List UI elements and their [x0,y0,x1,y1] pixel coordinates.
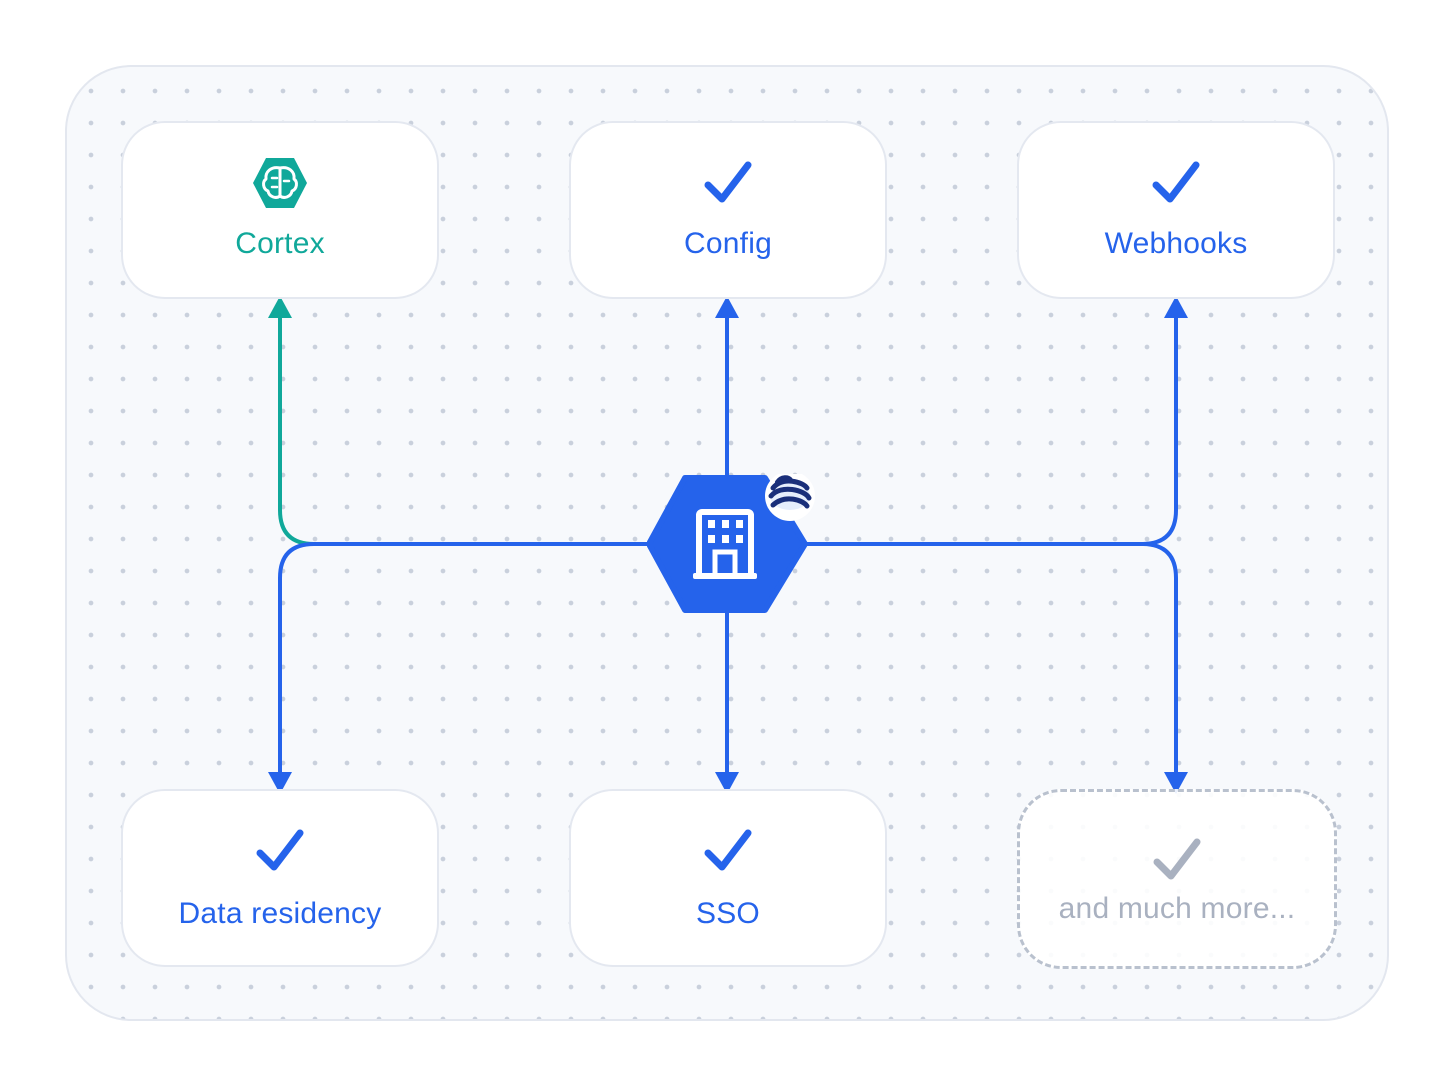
arrowhead-sso [715,772,739,794]
connector-more [804,542,1178,774]
spiral-logo-icon [765,471,815,521]
connector-webhooks [804,316,1178,546]
arrowhead-more [1164,772,1188,794]
arrowhead-data-residency [268,772,292,794]
card-sso: SSO [569,789,887,967]
brain-hexagon-icon [250,153,310,213]
connector-cortex [278,316,650,546]
card-label-cortex: Cortex [235,227,325,260]
checkmark-icon [698,153,758,213]
building-icon [693,509,757,579]
checkmark-icon [1146,153,1206,213]
card-config: Config [569,121,887,299]
hub-hexagon [646,475,808,613]
card-and-much-more: and much more... [1017,789,1337,969]
card-cortex: Cortex [121,121,439,299]
card-label-sso: SSO [696,897,760,930]
checkmark-icon [1147,830,1207,890]
arrowhead-config [715,296,739,318]
card-label-config: Config [684,227,772,260]
card-webhooks: Webhooks [1017,121,1335,299]
card-label-data-residency: Data residency [178,897,382,930]
card-data-residency: Data residency [121,789,439,967]
arrowhead-webhooks [1164,296,1188,318]
checkmark-icon [698,821,758,881]
hub-node [646,471,827,614]
card-label-webhooks: Webhooks [1104,227,1248,260]
checkmark-icon [250,821,310,881]
card-label-and-much-more: and much more... [1058,892,1296,925]
connector-data-residency [278,542,650,774]
arrowhead-cortex [268,296,292,318]
